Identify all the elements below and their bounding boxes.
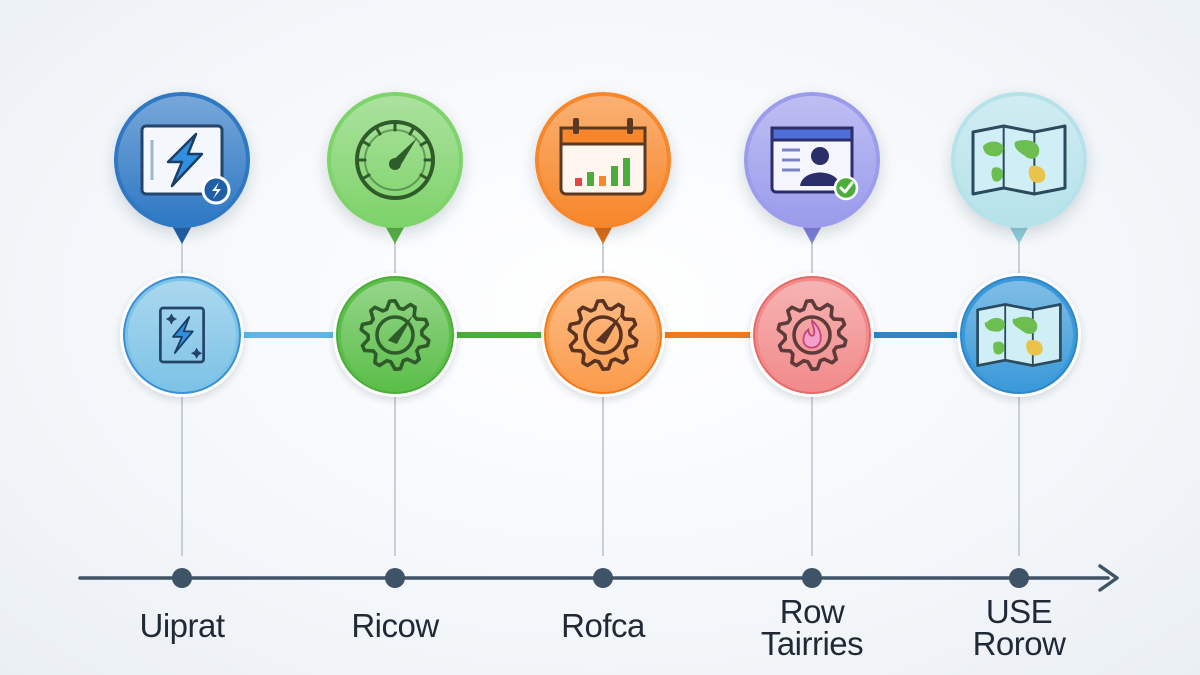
step-label-line: Row bbox=[779, 593, 845, 630]
step-label-line: Rofca bbox=[561, 607, 645, 644]
profile-window-icon bbox=[770, 126, 859, 201]
step-uiprat-node bbox=[120, 273, 244, 397]
gear-gauge-icon bbox=[359, 299, 431, 371]
step-use-rorow-top-pin bbox=[951, 92, 1087, 244]
step-ricow-node bbox=[333, 273, 457, 397]
card-lightning-icon bbox=[159, 306, 205, 364]
timeline-dot bbox=[385, 568, 405, 588]
step-use-rorow-node bbox=[957, 273, 1081, 397]
step-label-line: Uiprat bbox=[139, 607, 225, 644]
step-label-line: Tairries bbox=[760, 625, 864, 662]
gear-flame-icon bbox=[776, 299, 848, 371]
step-rofca-top-pin bbox=[535, 92, 671, 244]
gear-gauge-icon bbox=[567, 299, 639, 371]
step-uiprat-top-pin bbox=[114, 92, 250, 244]
step-rofca-node bbox=[541, 273, 665, 397]
timeline-dot bbox=[1009, 568, 1029, 588]
gauge-icon bbox=[355, 120, 435, 200]
step-label-uiprat: Uiprat bbox=[82, 607, 282, 644]
step-label-ricow: Ricow bbox=[295, 607, 495, 644]
world-map-icon bbox=[971, 124, 1067, 196]
step-row-tairries-top-pin bbox=[744, 92, 880, 244]
calendar-chart-icon bbox=[559, 118, 647, 196]
step-label-line: USE bbox=[985, 593, 1053, 630]
step-nodes bbox=[114, 92, 1087, 397]
timeline-arrowhead-icon bbox=[1098, 564, 1119, 592]
step-row-tairries-node bbox=[750, 273, 874, 397]
timeline-dot bbox=[802, 568, 822, 588]
board-lightning-icon bbox=[140, 124, 231, 205]
timeline-dot bbox=[593, 568, 613, 588]
timeline-axis bbox=[78, 564, 1119, 592]
world-map-icon bbox=[976, 303, 1062, 367]
step-ricow-top-pin bbox=[327, 92, 463, 244]
step-label-rofca: Rofca bbox=[503, 607, 703, 644]
step-label-line: Ricow bbox=[351, 607, 439, 644]
step-label-line: Rorow bbox=[972, 625, 1066, 662]
timeline-dot bbox=[172, 568, 192, 588]
